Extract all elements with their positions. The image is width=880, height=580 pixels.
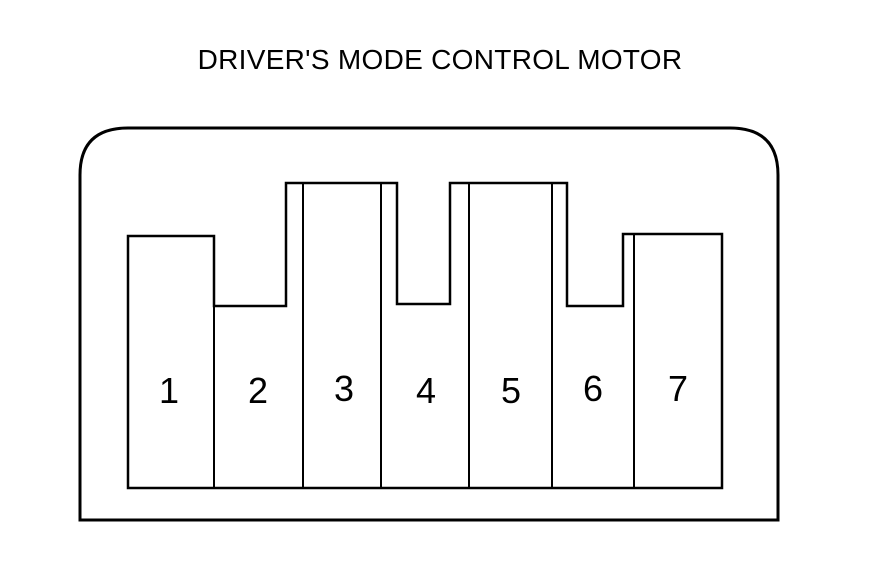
pin-label-6: 6 [583, 368, 603, 409]
diagram-title: DRIVER'S MODE CONTROL MOTOR [197, 44, 683, 75]
pin-label-2: 2 [248, 370, 268, 411]
pin-label-4: 4 [416, 370, 436, 411]
pin-label-7: 7 [668, 368, 688, 409]
pin-label-3: 3 [334, 368, 354, 409]
pin-label-1: 1 [159, 370, 179, 411]
connector-housing [78, 126, 780, 522]
connector-cavity-outline [126, 181, 724, 490]
pin-label-5: 5 [501, 370, 521, 411]
